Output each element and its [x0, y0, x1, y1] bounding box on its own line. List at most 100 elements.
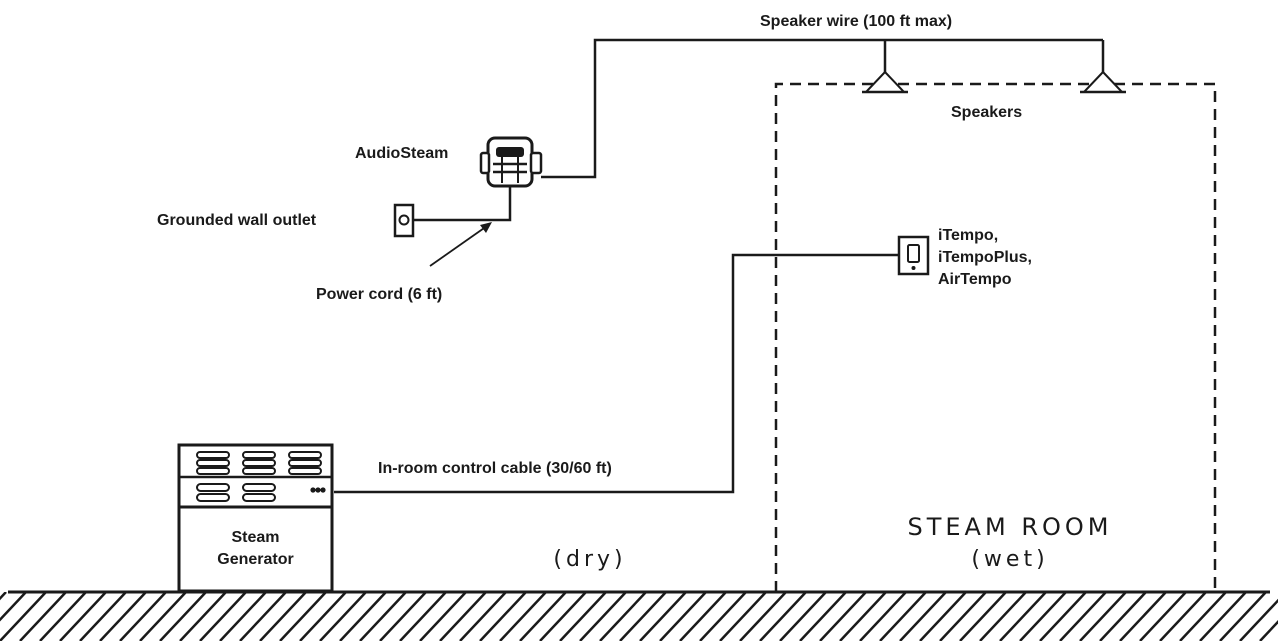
ceiling-speaker-icon: [1080, 70, 1126, 94]
wall-outlet-label: Grounded wall outlet: [157, 212, 317, 229]
floor-hatch-line: [899, 592, 947, 641]
floor-hatch-line: [939, 592, 987, 641]
floor-hatch-line: [799, 592, 847, 641]
floor-hatch-line: [79, 592, 127, 641]
steam-generator-icon: [177, 443, 334, 593]
floor-hatch-line: [419, 592, 467, 641]
floor-hatch-line: [959, 592, 1007, 641]
ceiling-speaker-icon: [862, 70, 908, 94]
floor-hatch-line: [599, 592, 647, 641]
floor-hatch-line: [119, 592, 167, 641]
steam-room-boundary: [774, 82, 1217, 592]
floor-hatch-line: [259, 592, 307, 641]
dry-area-label: (dry): [553, 547, 627, 572]
vent-slot: [196, 451, 230, 459]
floor-hatch-line: [839, 592, 887, 641]
floor-hatch-line: [1259, 619, 1278, 641]
vent-slot: [196, 483, 230, 492]
vent-slot: [242, 493, 276, 502]
floor-hatch-line: [539, 592, 587, 641]
floor-hatch-line: [279, 592, 327, 641]
floor-hatch-line: [359, 592, 407, 641]
vent-slot: [288, 467, 322, 475]
floor-hatch-line: [1079, 592, 1127, 641]
floor-hatch-line: [1159, 592, 1207, 641]
floor-hatch-line: [579, 592, 627, 641]
steam-generator-line-2: Generator: [217, 551, 294, 568]
floor-hatch-line: [999, 592, 1047, 641]
floor-hatch-line: [1239, 598, 1278, 641]
floor-hatch-line: [239, 592, 287, 641]
steam-generator-label: Steam Generator: [179, 527, 332, 571]
wall-outlet-icon: [393, 203, 415, 238]
floor-hatch-line: [0, 592, 27, 622]
floor-hatch-line: [759, 592, 807, 641]
floor-hatch-line: [219, 592, 267, 641]
vent-slot: [196, 467, 230, 475]
floor-hatch-line: [1219, 592, 1267, 641]
vent-slot: [242, 483, 276, 492]
floor-hatch-line: [1179, 592, 1227, 641]
floor-hatch-line: [919, 592, 967, 641]
vent-slot: [196, 459, 230, 467]
floor-hatch-line: [1039, 592, 1087, 641]
floor-hatch-line: [1199, 592, 1247, 641]
floor-hatch-line: [0, 592, 47, 641]
floor-hatch-line: [1119, 592, 1167, 641]
floor-hatch-line: [99, 592, 147, 641]
control-model-label: iTempo, iTempoPlus, AirTempo: [938, 225, 1032, 291]
steam-room-wet-label: (wet): [971, 547, 1049, 572]
floor-hatch-line: [39, 592, 87, 641]
floor-hatch-line: [679, 592, 727, 641]
power-cord-label: Power cord (6 ft): [316, 286, 443, 303]
vent-slot: [288, 451, 322, 459]
floor-hatch-line: [979, 592, 1027, 641]
floor-hatch-line: [1019, 592, 1067, 641]
floor-hatch-line: [179, 592, 227, 641]
vent-slot: [196, 493, 230, 502]
floor-hatch-line: [1059, 592, 1107, 641]
vent-slot: [242, 451, 276, 459]
speaker-wire: [541, 38, 1103, 179]
floor-hatch-line: [499, 592, 547, 641]
floor-hatch-line: [1099, 592, 1147, 641]
vent-slot: [242, 459, 276, 467]
floor-hatch-line: [479, 592, 527, 641]
control-model-line-3: AirTempo: [938, 271, 1012, 288]
floor-hatch-line: [339, 592, 387, 641]
floor-hatch-line: [719, 592, 767, 641]
floor-hatch-line: [199, 592, 247, 641]
floor-hatch-line: [859, 592, 907, 641]
steam-room-title: STEAM ROOM: [907, 513, 1113, 541]
floor-hatch-line: [299, 592, 347, 641]
floor-hatch-line: [779, 592, 827, 641]
floor-hatch-line: [139, 592, 187, 641]
floor-hatch-line: [639, 592, 687, 641]
power-cord-pointer: [429, 225, 488, 267]
floor-hatch-line: [619, 592, 667, 641]
control-model-line-1: iTempo,: [938, 227, 999, 244]
floor-hatch-line: [739, 592, 787, 641]
floor-hatch-line: [819, 592, 867, 641]
floor-hatch-line: [159, 592, 207, 641]
floor-hatch-line: [459, 592, 507, 641]
floor-hatch-line: [19, 592, 67, 641]
floor-hatch-line: [879, 592, 927, 641]
vent-slot: [288, 459, 322, 467]
floor-hatch-line: [439, 592, 487, 641]
floor: [0, 590, 1278, 641]
wall-control-icon: [897, 235, 930, 276]
control-model-line-2: iTempoPlus,: [938, 249, 1032, 266]
control-cable: [334, 253, 899, 494]
vent-slot: [242, 467, 276, 475]
floor-hatch-line: [559, 592, 607, 641]
speaker-wire-label: Speaker wire (100 ft max): [760, 13, 953, 30]
floor-hatch-line: [399, 592, 447, 641]
floor-hatch-line: [1139, 592, 1187, 641]
floor-hatch-line: [699, 592, 747, 641]
floor-hatch-line: [659, 592, 707, 641]
audiosteam-label: AudioSteam: [355, 145, 449, 162]
audiosteam-device-icon: [479, 136, 543, 188]
floor-hatch-line: [519, 592, 567, 641]
